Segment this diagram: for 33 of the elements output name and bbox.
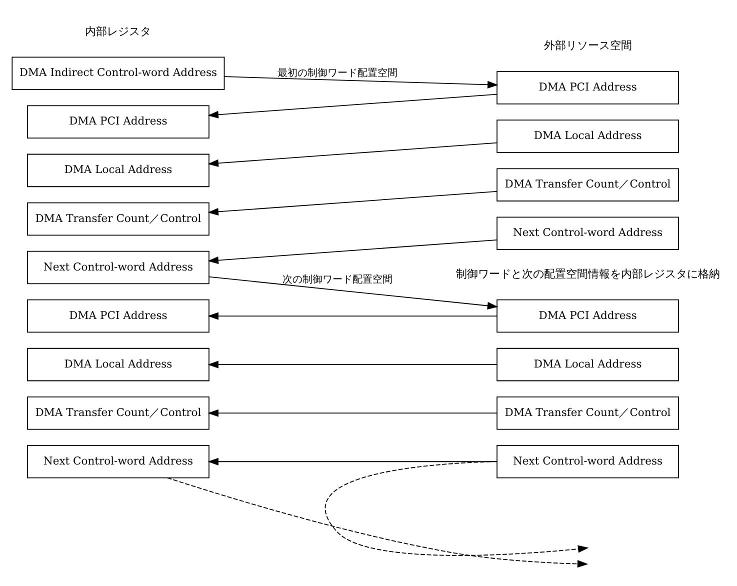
label: 内部レジスタ (85, 24, 152, 38)
node-box: Next Control-word Address (26, 444, 210, 478)
arrow (224, 76, 498, 88)
node-box: DMA PCI Address (26, 298, 210, 332)
node-box: DMA Transfer Count／Control (26, 396, 210, 430)
node-box: DMA Transfer Count／Control (26, 202, 210, 236)
arrow (208, 190, 498, 215)
arrow (208, 312, 498, 320)
node-box: DMA Transfer Count／Control (496, 168, 680, 201)
node-box: Next Control-word Address (496, 216, 680, 250)
edge-label: 最初の制御ワード配置空間 (277, 67, 398, 78)
arrow (208, 93, 498, 118)
node-box: DMA PCI Address (26, 104, 210, 138)
arrow (208, 142, 498, 166)
arrow (208, 276, 498, 309)
node-box: DMA Transfer Count／Control (496, 396, 680, 430)
node-box: Next Control-word Address (496, 444, 680, 478)
node-box: DMA Local Address (496, 347, 680, 381)
node-box: DMA Local Address (26, 347, 210, 381)
label: 制御ワードと次の配置空間情報を内部レジスタに格納 (456, 266, 720, 280)
arrow (208, 360, 498, 368)
node-box: DMA PCI Address (496, 70, 680, 104)
node-box: DMA PCI Address (496, 298, 680, 332)
node-box: DMA Local Address (26, 153, 210, 187)
edge-label: 次の制御ワード配置空間 (282, 274, 392, 286)
arrow (208, 408, 498, 416)
arrow (208, 238, 498, 264)
arrow (324, 460, 589, 556)
node-box: DMA Local Address (496, 119, 680, 152)
node-box: Next Control-word Address (26, 250, 210, 284)
arrow (166, 476, 588, 568)
node-box: DMA Indirect Control-word Address (12, 56, 225, 90)
label: 外部リソース空間 (544, 38, 632, 52)
